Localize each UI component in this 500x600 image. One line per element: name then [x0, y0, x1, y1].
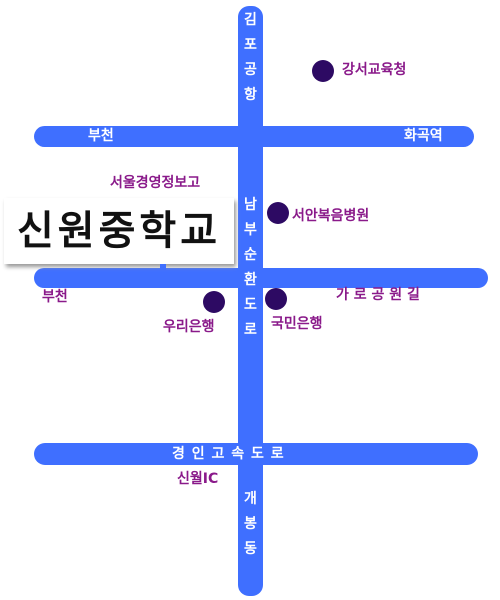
road-label-gaebong-dong: 개봉동	[244, 491, 257, 557]
school-sign-stem	[160, 264, 166, 270]
place-garo-park-road: 가 로 공 원 길	[336, 287, 420, 303]
marker-seoan-hospital	[267, 202, 289, 224]
place-woori-bank: 우리은행	[163, 319, 215, 335]
place-kookmin-bank: 국민은행	[271, 316, 323, 332]
road-label-hwagok-station: 화곡역	[404, 128, 443, 144]
road-label-gyeongin: 경 인 고 속 도 로	[172, 446, 285, 462]
place-seoan-hospital: 서안복음병원	[292, 208, 370, 224]
place-sinwol-ic: 신월IC	[177, 471, 219, 487]
school-name: 신원중학교	[17, 207, 221, 254]
road-label-gimpo-airport: 김포공항	[244, 12, 257, 103]
road-vertical	[238, 6, 263, 596]
school-sign: 신원중학교	[4, 198, 234, 264]
marker-kookmin-bank	[265, 288, 287, 310]
road-label-nambu-sunhwan: 남부순환도로	[244, 197, 257, 338]
marker-woori-bank	[203, 291, 225, 313]
road-hwagok	[34, 126, 474, 147]
place-seoul-management-hs: 서울경영정보고	[110, 175, 201, 191]
road-garo-park	[34, 268, 488, 288]
marker-gangseo-education-office	[312, 60, 334, 82]
road-gyeongin-expressway	[34, 443, 478, 465]
place-gangseo-education-office: 강서교육청	[342, 62, 407, 78]
place-bucheon: 부천	[42, 289, 68, 305]
road-label-bucheon: 부천	[88, 128, 114, 144]
